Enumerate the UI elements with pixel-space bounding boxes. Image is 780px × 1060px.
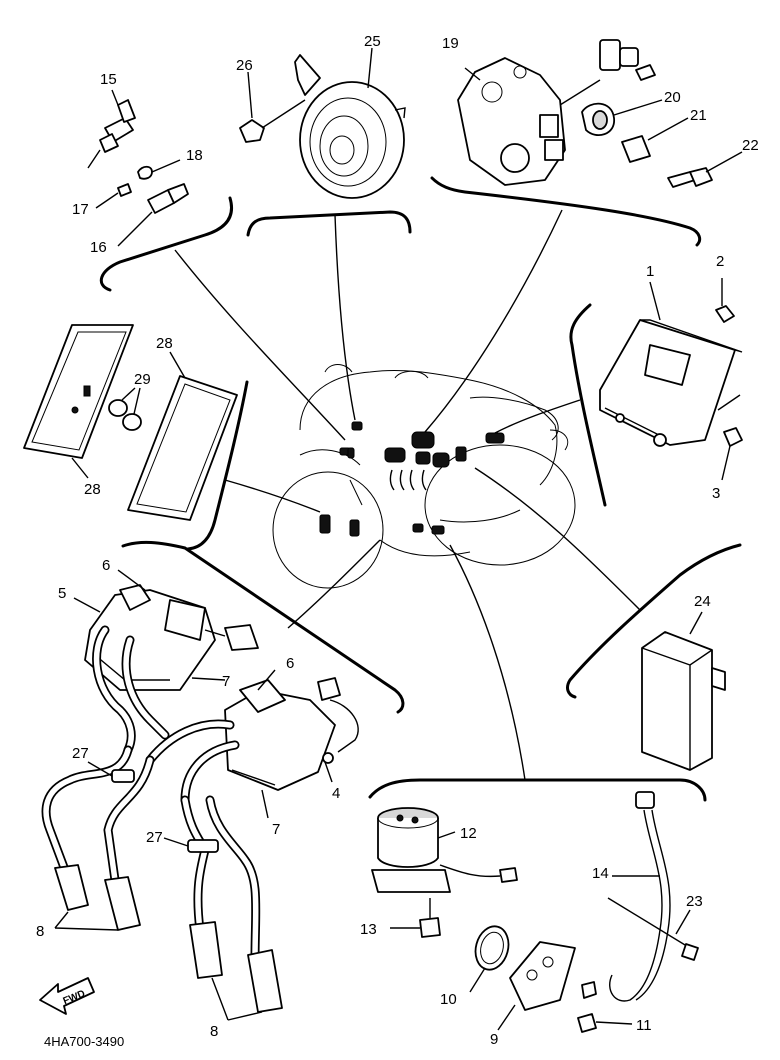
callout-18: 18 xyxy=(186,147,203,164)
part-1-cdi-unit xyxy=(599,281,743,447)
part-17-bolt xyxy=(95,183,132,209)
part-8-spark-plug-caps xyxy=(54,864,283,1013)
part-19-starter-relay xyxy=(457,39,656,186)
callout-7b: 7 xyxy=(272,821,280,838)
callout-8b: 8 xyxy=(210,1023,218,1040)
callout-6b: 6 xyxy=(286,655,294,672)
part-25-horn xyxy=(294,47,406,199)
diagram-code: 4HA700-3490 xyxy=(44,1034,124,1049)
callout-10: 10 xyxy=(440,991,457,1008)
callout-24: 24 xyxy=(694,593,711,610)
part-23-cable-tie xyxy=(607,897,699,961)
part-11-screws xyxy=(577,981,633,1033)
callout-2: 2 xyxy=(716,253,724,270)
part-21-collar xyxy=(621,117,689,163)
callout-28a: 28 xyxy=(84,481,101,498)
part-18-clip xyxy=(137,159,181,180)
part-7-ignition-coil-lower xyxy=(224,677,359,791)
callout-26: 26 xyxy=(236,57,253,74)
part-28-reflector-right xyxy=(127,351,238,521)
callout-21: 21 xyxy=(690,107,707,124)
motorcycle-silhouette xyxy=(272,364,576,589)
part-27-clamps xyxy=(87,761,219,853)
callout-23: 23 xyxy=(686,893,703,910)
part-3-nut xyxy=(721,427,743,481)
part-13-bolt xyxy=(390,898,441,938)
callout-9: 9 xyxy=(490,1031,498,1048)
callout-4: 4 xyxy=(332,785,340,802)
callout-29: 29 xyxy=(134,371,151,388)
callout-27a: 27 xyxy=(72,745,89,762)
part-24-relay xyxy=(641,611,726,771)
part-22-bolt xyxy=(667,151,743,188)
callout-3: 3 xyxy=(712,485,720,502)
part-28-reflector-left xyxy=(23,324,134,479)
part-14-wire-lead xyxy=(609,791,671,1002)
part-26-bolt xyxy=(239,71,306,143)
callout-28b: 28 xyxy=(156,335,173,352)
callout-7a: 7 xyxy=(222,673,230,690)
leader-lines xyxy=(99,176,742,802)
callout-14: 14 xyxy=(592,865,609,882)
part-15-sensor xyxy=(87,89,136,169)
part-16-sensor xyxy=(117,183,189,247)
part-5-ignition-coil-upper xyxy=(84,584,259,691)
part-20-grommet xyxy=(581,99,663,136)
callout-27b: 27 xyxy=(146,829,163,846)
callout-19: 19 xyxy=(442,35,459,52)
part-callout-leaders-4-8 xyxy=(54,569,333,1021)
callout-numbers: 1 2 3 4 5 6 6 7 7 8 8 9 10 11 12 13 14 1… xyxy=(36,33,759,1048)
callout-22: 22 xyxy=(742,137,759,154)
part-10-o-ring xyxy=(469,925,510,993)
callout-17: 17 xyxy=(72,201,89,218)
part-9-switch-plate xyxy=(497,941,576,1031)
part-12-switch xyxy=(371,807,518,893)
callout-16: 16 xyxy=(90,239,107,256)
callout-11: 11 xyxy=(636,1017,652,1034)
part-29-nuts xyxy=(108,387,142,431)
part-2-bolt xyxy=(715,278,735,323)
callout-8a: 8 xyxy=(36,923,44,940)
callout-5: 5 xyxy=(58,585,66,602)
callout-13: 13 xyxy=(360,921,377,938)
callout-12: 12 xyxy=(460,825,477,842)
callout-1: 1 xyxy=(646,263,654,280)
callout-6a: 6 xyxy=(102,557,110,574)
callout-25: 25 xyxy=(364,33,381,50)
callout-20: 20 xyxy=(664,89,681,106)
callout-15: 15 xyxy=(100,71,117,88)
fwd-arrow-icon: FWD xyxy=(39,977,95,1015)
